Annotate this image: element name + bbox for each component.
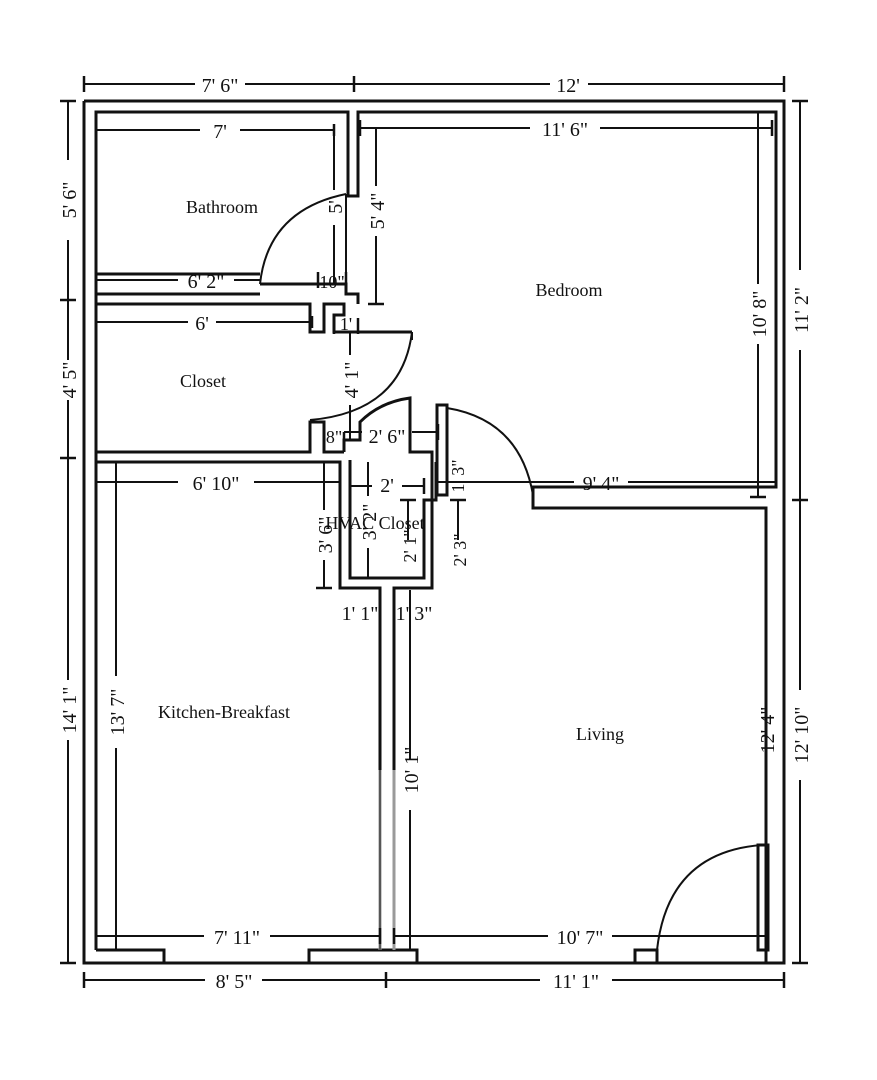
room-label-kitchen-breakfast: Kitchen-Breakfast	[158, 702, 290, 722]
dim-bed-bottom: 9' 4"	[583, 473, 620, 495]
room-label-closet: Closet	[180, 371, 226, 391]
dim-hall-26: 2' 6"	[369, 426, 406, 448]
dim-wall-13: 1' 3"	[396, 603, 433, 625]
room-label-bedroom: Bedroom	[536, 280, 603, 300]
dim-bottom-left: 8' 5"	[216, 971, 253, 993]
dim-hvac-2: 2'	[380, 475, 394, 497]
dim-hvac-21: 2' 1"	[400, 529, 420, 562]
dim-left-middle: 4' 5"	[59, 362, 81, 399]
dim-wall-11: 1' 1"	[342, 603, 379, 625]
dim-bed-width: 11' 6"	[542, 119, 588, 141]
dim-right-lower: 12' 10"	[791, 707, 813, 764]
dim-hvac-13: 1' 3"	[448, 459, 468, 492]
room-label-bathroom: Bathroom	[186, 197, 258, 217]
dim-living-height: 12' 4"	[757, 707, 779, 754]
doors	[259, 193, 763, 951]
dim-closet-width: 6'	[195, 313, 209, 335]
dim-hvac-36: 3' 6"	[315, 517, 337, 554]
dim-left-upper: 5' 6"	[59, 182, 81, 219]
dim-right-upper: 11' 2"	[791, 287, 813, 333]
dim-top-right: 12'	[556, 75, 580, 97]
dim-bed-height: 10' 8"	[749, 291, 771, 338]
dim-living-bottom: 10' 7"	[557, 927, 604, 949]
outer-walls	[82, 99, 786, 965]
room-labels: Bathroom Bedroom Closet HVAC Closet Kitc…	[158, 197, 624, 744]
dim-bath-door: 5'	[325, 200, 347, 214]
dim-kitchen-height: 13' 7"	[107, 689, 129, 736]
dim-wall-101: 10' 1"	[401, 747, 423, 794]
dim-bed-left: 5' 4"	[367, 193, 389, 230]
dim-bath-10: 10"	[319, 272, 344, 292]
dim-hvac-23: 2' 3"	[450, 533, 470, 566]
dim-bottom-right: 11' 1"	[553, 971, 599, 993]
dim-left-lower: 14' 1"	[59, 687, 81, 734]
dim-closet-depth: 4' 1"	[341, 362, 363, 399]
dim-kitchen-width: 6' 10"	[193, 473, 240, 495]
dim-bath-bottom: 6' 2"	[188, 271, 225, 293]
entry-door-swing	[656, 844, 763, 951]
closet-door-swing	[309, 331, 413, 421]
dimension-labels: 7' 6" 12' 8' 5" 11' 1" 5' 6" 4' 5" 14' 1…	[59, 75, 813, 993]
dim-closet-1: 1'	[340, 314, 352, 334]
dimension-lines	[60, 76, 808, 988]
dim-bath-width: 7'	[213, 121, 227, 143]
dim-top-left: 7' 6"	[202, 75, 239, 97]
dim-hall-8: 8"	[326, 427, 342, 447]
bathroom-door-swing	[259, 193, 347, 285]
bedroom-door-swing	[446, 407, 534, 496]
dim-kitchen-bottom: 7' 11"	[214, 927, 260, 949]
room-label-living: Living	[576, 724, 624, 744]
room-label-hvac-closet: HVAC Closet	[325, 513, 424, 533]
dim-hvac-32: 3' 2"	[359, 504, 381, 541]
